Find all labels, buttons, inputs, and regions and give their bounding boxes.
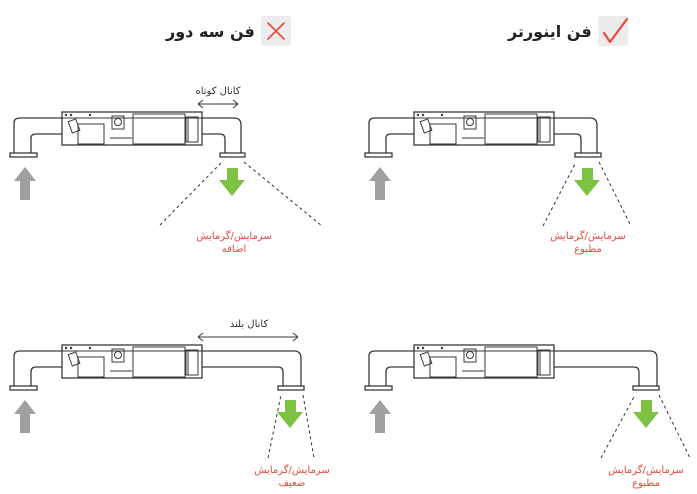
- supply-arrow-top-right: [574, 168, 600, 196]
- outcome-label-bottom-right: سرمایش/گرمایش مطبوع: [598, 464, 694, 490]
- outcome-label-top-right: سرمایش/گرمایش مطبوع: [540, 230, 636, 256]
- outcome-label-top-left: سرمایش/گرمایش اضافه: [186, 230, 282, 256]
- short-duct-label: کانال کوتاه: [195, 86, 241, 97]
- fixed-speed-title: فن سه دور: [166, 21, 255, 41]
- outcome-label-bottom-left: سرمایش/گرمایش ضعیف: [244, 464, 340, 490]
- return-arrow-bottom-left: [14, 400, 36, 433]
- long-duct-inverter: [364, 344, 691, 459]
- supply-arrow-bottom-right: [633, 400, 659, 428]
- long-duct-fixed-speed: [9, 332, 315, 459]
- cross-icon: [260, 16, 291, 46]
- outcome-line2: مطبوع: [574, 244, 602, 255]
- supply-arrow-top-left: [219, 168, 245, 196]
- short-duct-fixed-speed: [9, 99, 323, 227]
- outcome-line1: سرمایش/گرمایش: [608, 465, 684, 476]
- outcome-line1: سرمایش/گرمایش: [254, 465, 330, 476]
- inverter-title: فن اینورتر: [508, 21, 592, 41]
- outcome-line1: سرمایش/گرمایش: [550, 231, 626, 242]
- return-arrow-bottom-right: [369, 400, 391, 433]
- outcome-line1: سرمایش/گرمایش: [196, 231, 272, 242]
- inverter-heading: فن اینورتر: [508, 14, 628, 48]
- return-arrow-top-left: [14, 167, 36, 200]
- short-duct-inverter: [364, 111, 632, 227]
- check-icon: [597, 16, 628, 46]
- return-arrow-top-right: [369, 167, 391, 200]
- outcome-line2: اضافه: [221, 244, 247, 255]
- supply-arrow-bottom-left: [277, 400, 303, 428]
- outcome-line2: ضعیف: [278, 478, 306, 489]
- long-duct-label: کانال بلند: [229, 319, 269, 330]
- fixed-speed-heading: فن سه دور: [166, 14, 291, 48]
- outcome-line2: مطبوع: [632, 478, 660, 489]
